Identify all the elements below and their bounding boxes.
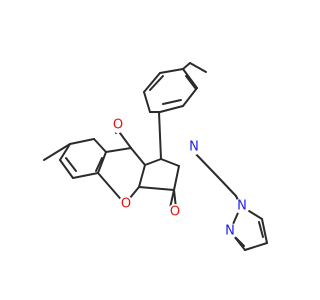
bond (143, 72, 161, 93)
atom-label-o-lactam: O (170, 205, 180, 220)
bond (95, 157, 103, 172)
bond (244, 242, 268, 251)
bond (158, 111, 162, 160)
atom-mask (110, 117, 126, 133)
bond (65, 157, 77, 172)
atom-label-n-lactam: N (189, 140, 199, 155)
bond (105, 147, 132, 153)
atom-label-o-ring: O (121, 197, 131, 212)
bond (93, 138, 107, 153)
bond (59, 159, 74, 179)
bond (159, 68, 184, 74)
bond (182, 87, 198, 107)
bond (43, 143, 71, 161)
molecule-structure-diagram: O O O N N N (43, 62, 268, 251)
atom-mask (167, 204, 183, 220)
atom-label-n-imidazole-3: N (225, 224, 235, 239)
atom-mask (234, 198, 250, 214)
bond (144, 158, 162, 166)
bond (258, 221, 264, 238)
bond (173, 165, 180, 191)
bond (159, 105, 184, 113)
bond (160, 158, 180, 167)
bond (185, 75, 197, 90)
bond (217, 176, 237, 197)
bond (162, 99, 182, 105)
bond (138, 186, 175, 191)
bond (119, 132, 132, 149)
atom-label-o-ketone: O (113, 118, 123, 133)
bond (143, 91, 151, 113)
bond (97, 151, 107, 174)
atom-mask (118, 196, 134, 212)
atom-label-n-imidazole-1: N (237, 199, 247, 214)
bond (169, 189, 175, 209)
bond (69, 138, 95, 145)
bond (138, 164, 146, 188)
bond-lines (43, 62, 268, 251)
atom-labels: O O O N N N (113, 118, 247, 239)
bond (72, 172, 99, 179)
bond (189, 62, 207, 73)
bond (182, 68, 198, 89)
bond (130, 147, 146, 166)
atom-masks (110, 117, 250, 239)
atom-mask (186, 139, 202, 155)
bond (149, 75, 164, 91)
atom-mask (222, 223, 238, 239)
bond (182, 62, 191, 70)
bond (261, 218, 268, 244)
bond (59, 143, 71, 161)
